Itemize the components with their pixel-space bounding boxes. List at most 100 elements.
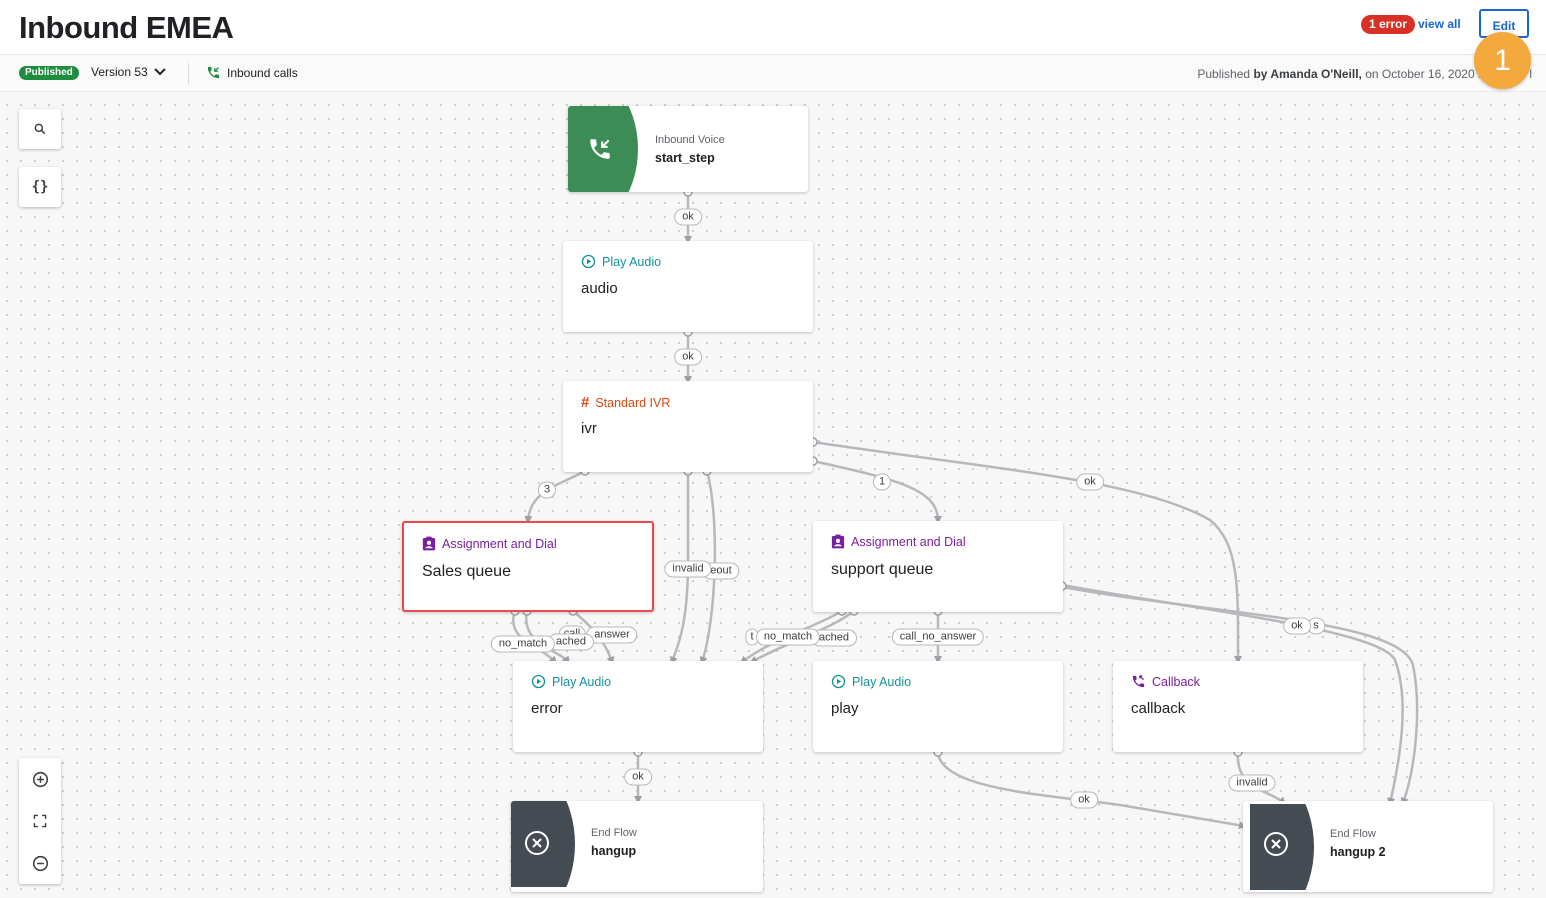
version-dropdown[interactable]: Version 53 [91,65,166,79]
step-marker: 1 [1474,32,1531,89]
published-prefix: Published [1197,67,1251,81]
status-badge: Published [19,66,79,80]
zoom-in-icon [32,771,48,787]
published-info: Published by Amanda O'Neill, on October … [1197,67,1532,81]
fit-screen-button[interactable] [19,800,61,842]
divider [188,63,189,85]
search-button[interactable] [19,109,61,149]
page-title: Inbound EMEA [19,10,234,45]
node-start-step[interactable]: Inbound Voice start_step [568,106,808,192]
node-type-row: Play Audio [581,254,661,269]
edge-label[interactable]: 1 [872,473,892,491]
node-type-row: Assignment and Dial [831,534,966,549]
edge-label[interactable]: ok [674,208,702,226]
node-type: Inbound Voice [655,134,725,146]
assignment-icon [422,536,436,551]
callback-icon [1132,675,1145,688]
node-type: Play Audio [852,674,912,689]
node-type: Assignment and Dial [851,534,966,549]
view-all-link[interactable]: view all [1418,17,1461,31]
chevron-down-icon [154,68,166,76]
published-author: by Amanda O'Neill, [1253,67,1362,81]
edge-label[interactable]: no_match [755,628,821,646]
edge-label[interactable]: ok [1070,791,1098,809]
node-error[interactable]: Play Audio error [513,661,763,752]
node-name: support queue [831,561,934,578]
play-circle-icon [531,674,546,689]
node-type: End Flow [591,827,637,839]
node-name: start_step [655,151,715,165]
fit-screen-icon [33,814,47,828]
play-circle-icon [831,674,846,689]
edge-play-hangup2 [936,751,1247,830]
node-hangup-2[interactable]: End Flow hangup 2 [1243,801,1493,892]
close-circle-icon [525,831,549,855]
edge-label[interactable]: eout [702,562,740,580]
edge-label[interactable]: invalid [1228,774,1276,792]
edge-label[interactable]: call_no_answer [891,628,985,646]
edge-label[interactable]: ached [811,629,857,647]
assignment-icon [831,534,845,549]
edge-label[interactable]: ok [624,768,652,786]
search-icon [34,123,46,135]
node-ivr[interactable]: # Standard IVR ivr [563,381,813,472]
node-name: play [831,700,859,717]
end-node-art [1250,804,1314,890]
node-name: ivr [581,420,597,437]
start-node-art [568,106,638,192]
node-name: callback [1131,700,1186,717]
node-type: Callback [1152,674,1200,689]
edge-label[interactable]: ok [1076,473,1104,491]
edge-label[interactable]: ached [548,633,594,651]
edge-label[interactable]: 3 [537,481,557,499]
zoom-out-button[interactable] [19,842,61,884]
node-type-row: Play Audio [831,674,911,689]
node-type: Assignment and Dial [442,536,557,551]
close-circle-icon [1264,832,1288,856]
inbound-call-icon [207,66,220,79]
flow-info-bar: Published Version 53 Inbound calls Publi… [0,55,1546,92]
channel-label: Inbound calls [227,65,298,80]
published-date: on October 16, 2020 at [1365,67,1488,81]
node-name: hangup [591,844,637,858]
zoom-controls [19,758,61,884]
node-name: audio [581,280,618,297]
node-type-row: Callback [1131,674,1200,689]
header: Inbound EMEA 1 error view all Edit [0,0,1546,55]
error-badge[interactable]: 1 error [1361,15,1416,34]
node-sales-queue[interactable]: Assignment and Dial Sales queue [402,521,654,612]
edge-support-hangup2-b [1061,585,1419,806]
hash-icon: # [581,394,590,411]
node-support-queue[interactable]: Assignment and Dial support queue [813,521,1063,612]
edge-label[interactable]: ok [674,348,702,366]
zoom-in-button[interactable] [19,758,61,800]
edge-ivr-callback [812,440,1243,664]
node-type: Play Audio [552,674,612,689]
edge-label[interactable]: invalid [664,560,712,578]
node-callback[interactable]: Callback callback [1113,661,1363,752]
node-audio[interactable]: Play Audio audio [563,241,813,332]
play-circle-icon [581,254,596,269]
zoom-out-icon [32,855,48,871]
node-type-row: Assignment and Dial [422,536,557,551]
edge-label[interactable]: no_match [490,635,556,653]
version-label: Version 53 [91,65,148,79]
edge-ivr-support [812,459,942,524]
node-play[interactable]: Play Audio play [813,661,1063,752]
node-type: Standard IVR [595,395,671,410]
node-type-row: # Standard IVR [581,394,670,411]
node-type-row: Play Audio [531,674,611,689]
node-name: error [531,700,563,717]
edge-label[interactable]: answer [586,626,638,644]
inbound-call-icon [590,139,610,159]
edge-ivr-sales [524,469,586,524]
end-node-art [511,801,575,887]
node-type: End Flow [1330,828,1376,840]
node-name: Sales queue [422,563,511,580]
node-type: Play Audio [602,254,662,269]
node-hangup[interactable]: End Flow hangup [511,801,763,892]
braces-icon: {} [31,179,49,195]
edge-label[interactable]: ok [1283,617,1311,635]
variables-button[interactable]: {} [19,167,61,207]
